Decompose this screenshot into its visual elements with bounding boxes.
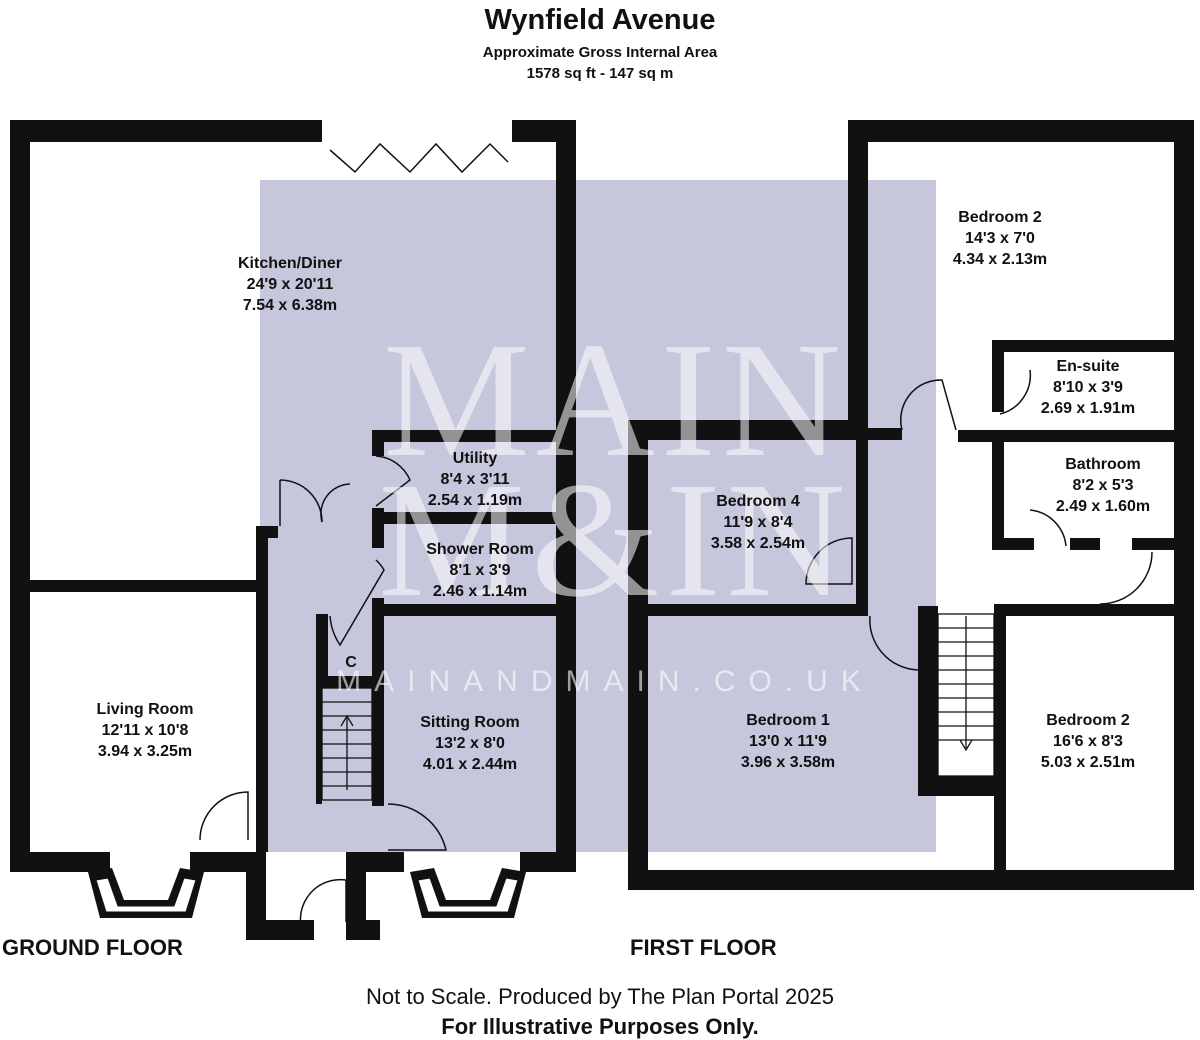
room-name: Bedroom 2 — [958, 209, 1042, 226]
room-shower: Shower Room 8'1 x 3'9 2.46 x 1.14m — [385, 539, 575, 602]
room-kitchen: Kitchen/Diner 24'9 x 20'11 7.54 x 6.38m — [190, 253, 390, 316]
first-floor-label: FIRST FLOOR — [630, 935, 777, 960]
ground-door-swings — [199, 455, 447, 941]
room-metric: 3.96 x 3.58m — [740, 754, 836, 771]
watermark-line-1: MAIN — [383, 308, 847, 491]
room-imperial: 8'1 x 3'9 — [449, 562, 511, 579]
room-imperial: 14'3 x 7'0 — [965, 230, 1035, 247]
footer-note: Not to Scale. Produced by The Plan Porta… — [366, 984, 834, 1009]
first-stairs — [937, 613, 995, 777]
room-name: Sitting Room — [420, 714, 520, 731]
room-metric: 3.58 x 2.54m — [710, 535, 806, 552]
room-bedroom4: Bedroom 4 11'9 x 8'4 3.58 x 2.54m — [670, 491, 846, 554]
room-name: Bedroom 4 — [716, 493, 800, 510]
room-imperial: 16'6 x 8'3 — [1053, 733, 1123, 750]
first-floor-walls — [628, 120, 1194, 890]
room-name: Shower Room — [426, 541, 534, 558]
room-name: Bedroom 1 — [746, 712, 830, 729]
room-metric: 2.69 x 1.91m — [1040, 400, 1136, 417]
room-name: Kitchen/Diner — [237, 255, 342, 272]
room-bedroom2-top: Bedroom 2 14'3 x 7'0 4.34 x 2.13m — [920, 207, 1080, 270]
room-name: En-suite — [1056, 358, 1120, 375]
room-ensuite: En-suite 8'10 x 3'9 2.69 x 1.91m — [1010, 356, 1166, 419]
room-metric: 3.94 x 3.25m — [97, 743, 193, 760]
footer-disclaimer: For Illustrative Purposes Only. — [441, 1014, 759, 1039]
watermark-url: MAINANDMAIN.CO.UK — [336, 665, 874, 698]
area-caption: Approximate Gross Internal Area — [482, 44, 718, 61]
room-sitting: Sitting Room 13'2 x 8'0 4.01 x 2.44m — [375, 712, 565, 775]
room-name: Bathroom — [1065, 456, 1141, 473]
room-metric: 2.46 x 1.14m — [432, 583, 528, 600]
first-door-swings — [805, 369, 1153, 671]
ground-stairs — [321, 687, 373, 801]
room-metric: 7.54 x 6.38m — [242, 297, 338, 314]
room-metric: 5.03 x 2.51m — [1040, 754, 1136, 771]
room-bedroom2-bottom: Bedroom 2 16'6 x 8'3 5.03 x 2.51m — [1010, 710, 1166, 773]
plan-title: Wynfield Avenue — [484, 4, 716, 36]
ground-bay-windows — [88, 868, 526, 918]
room-name: C — [345, 654, 357, 671]
ground-floor-label: GROUND FLOOR — [2, 935, 183, 960]
room-name: Utility — [452, 450, 498, 467]
room-metric: 4.01 x 2.44m — [422, 756, 518, 773]
ground-floor-walls — [10, 120, 576, 940]
room-imperial: 13'0 x 11'9 — [749, 733, 827, 750]
room-name: Bedroom 2 — [1046, 712, 1130, 729]
area-value: 1578 sq ft - 147 sq m — [526, 65, 674, 82]
room-imperial: 13'2 x 8'0 — [435, 735, 505, 752]
room-bedroom1: Bedroom 1 13'0 x 11'9 3.96 x 3.58m — [700, 710, 876, 773]
watermark-logo: MAIN M&IN — [340, 308, 890, 631]
watermark-line-2: M&IN — [378, 448, 852, 631]
room-name: Living Room — [96, 701, 194, 718]
room-metric: 4.34 x 2.13m — [952, 251, 1048, 268]
room-imperial: 24'9 x 20'11 — [246, 276, 334, 293]
room-bathroom: Bathroom 8'2 x 5'3 2.49 x 1.60m — [1026, 454, 1180, 517]
bifold-door — [329, 142, 509, 174]
room-utility: Utility 8'4 x 3'11 2.54 x 1.19m — [380, 448, 570, 511]
room-imperial: 8'4 x 3'11 — [440, 471, 510, 488]
room-cupboard: C — [336, 652, 366, 673]
room-living: Living Room 12'11 x 10'8 3.94 x 3.25m — [45, 699, 245, 762]
room-metric: 2.49 x 1.60m — [1055, 498, 1151, 515]
room-imperial: 8'2 x 5'3 — [1072, 477, 1134, 494]
room-metric: 2.54 x 1.19m — [427, 492, 523, 509]
room-imperial: 11'9 x 8'4 — [723, 514, 793, 531]
room-imperial: 12'11 x 10'8 — [101, 722, 189, 739]
room-imperial: 8'10 x 3'9 — [1053, 379, 1123, 396]
